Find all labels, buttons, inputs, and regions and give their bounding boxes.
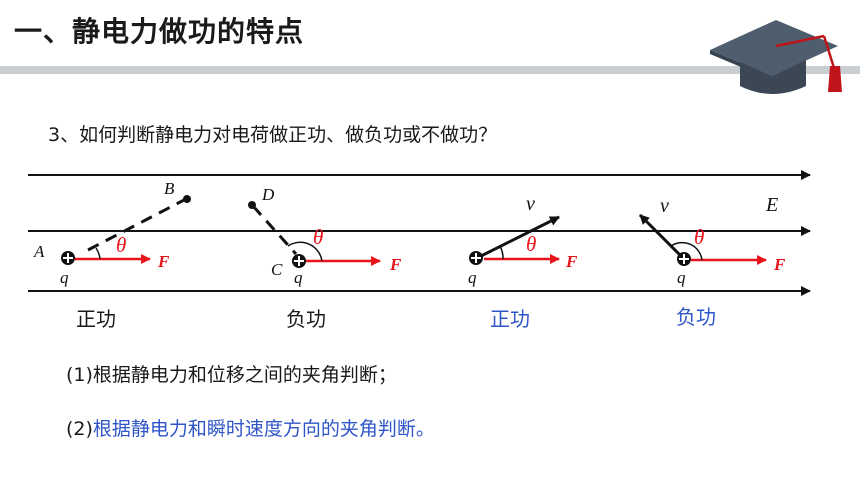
svg-text:B: B	[164, 179, 175, 198]
svg-text:A: A	[33, 242, 45, 261]
case-caption: 正功	[490, 307, 530, 331]
svg-text:F: F	[565, 252, 578, 271]
field-label: E	[765, 194, 778, 216]
case-caption: 正功	[76, 307, 116, 331]
velocity-arrow	[638, 213, 685, 260]
svg-text:v: v	[660, 195, 669, 217]
question-text: 3、如何判断静电力对电荷做正功、做负功或不做功？	[48, 124, 498, 146]
svg-text:θ: θ	[526, 232, 536, 256]
graduation-cap-icon	[710, 20, 842, 94]
judgment-item-1: (1)根据静电力和位移之间的夹角判断；	[66, 364, 397, 386]
case-caption: 负功	[286, 307, 326, 331]
svg-text:F: F	[389, 255, 402, 274]
svg-text:D: D	[261, 185, 275, 204]
svg-text:v: v	[526, 193, 535, 215]
svg-text:q: q	[60, 268, 69, 287]
title-underline-bar	[0, 66, 860, 74]
svg-text:C: C	[271, 260, 283, 279]
velocity-arrow	[476, 215, 560, 260]
svg-text:F: F	[157, 252, 170, 271]
case-caption: 负功	[676, 305, 716, 329]
svg-text:F: F	[773, 255, 786, 274]
page-title: 一、静电力做功的特点	[14, 15, 305, 48]
svg-text:q: q	[294, 268, 303, 287]
judgment-item-2: (2)根据静电力和瞬时速度方向的夹角判断。	[66, 418, 435, 440]
field-diagram: E A B q θ F D C q θ F v q θ F v q θ F	[28, 170, 811, 296]
svg-text:θ: θ	[313, 225, 323, 249]
svg-text:θ: θ	[694, 225, 704, 249]
svg-text:q: q	[468, 268, 477, 287]
svg-text:θ: θ	[116, 233, 126, 257]
svg-text:q: q	[677, 268, 686, 287]
